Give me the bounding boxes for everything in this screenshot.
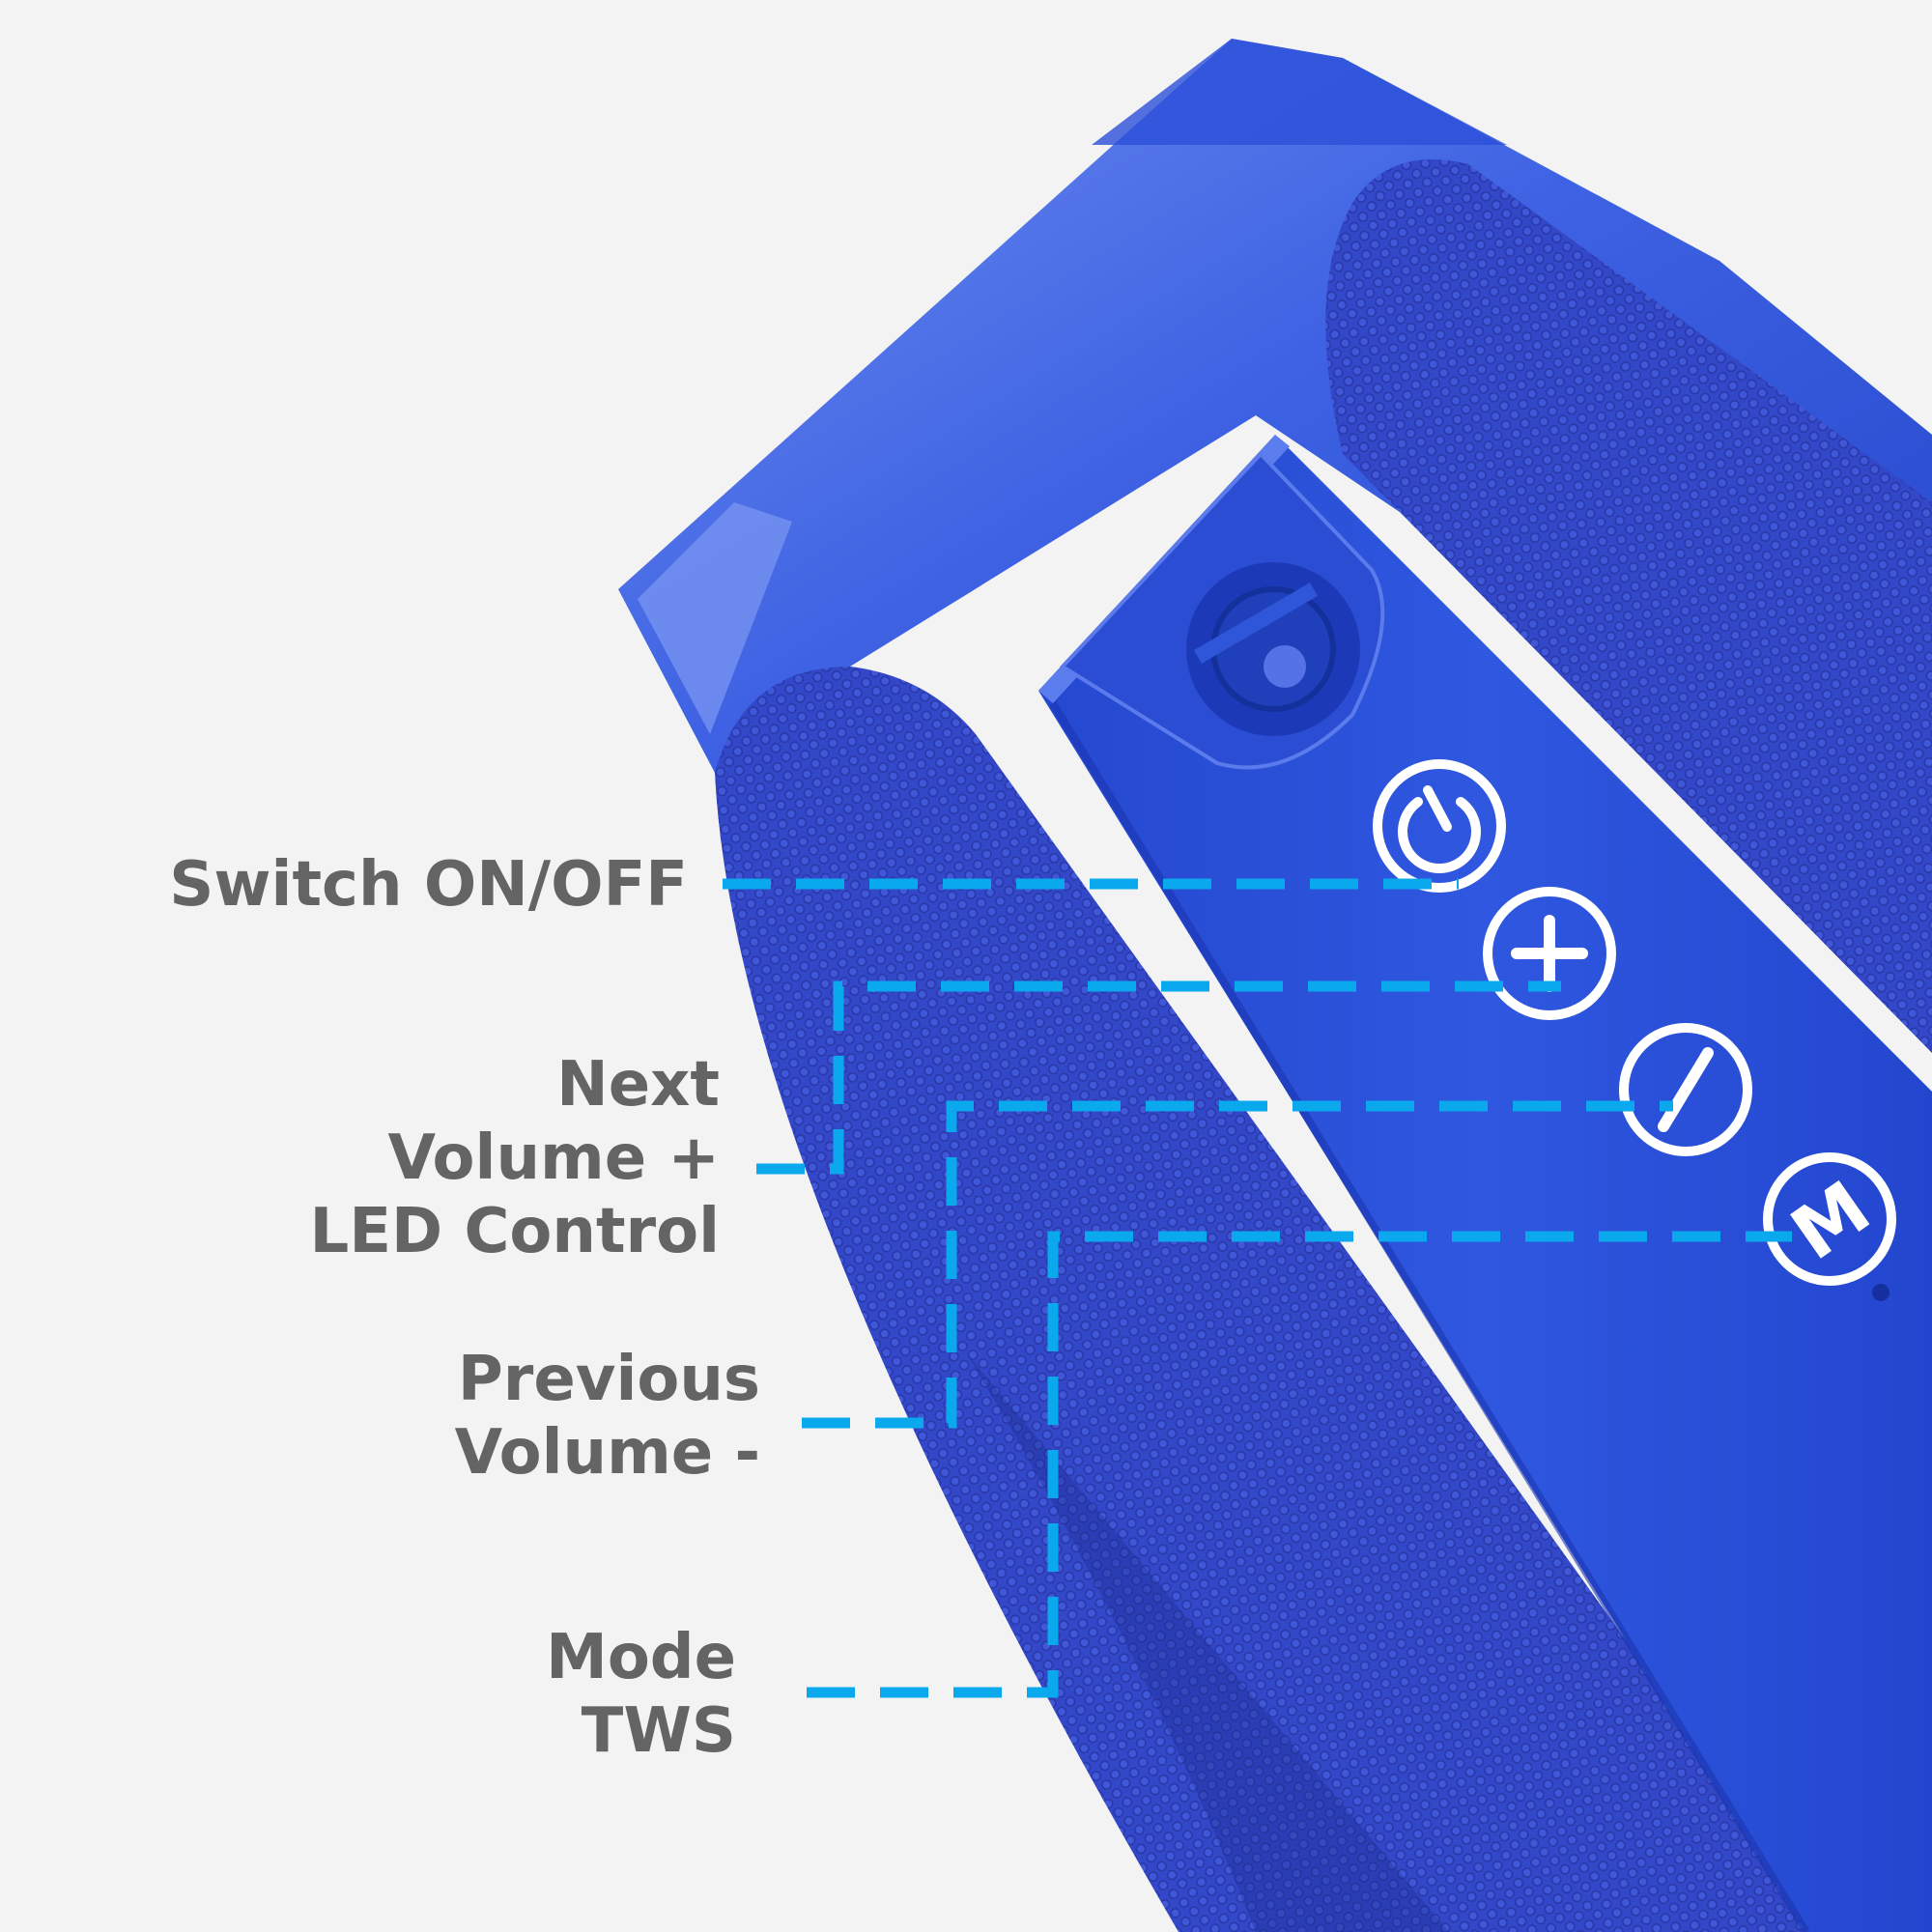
aux-port: [1059, 451, 1385, 770]
fabric-shade: [966, 1352, 1449, 1932]
label-mode-tws: Mode TWS: [546, 1621, 736, 1768]
mode-button[interactable]: M: [1763, 1152, 1896, 1286]
label-line: Next: [556, 1049, 720, 1121]
panel-groove: [1049, 700, 1810, 1932]
cap-highlight: [638, 502, 792, 734]
label-line: TWS: [581, 1695, 736, 1767]
power-button[interactable]: [1373, 759, 1506, 893]
lower-fabric-grille: [715, 667, 1835, 1932]
label-next-volume-up: Next Volume + LED Control: [310, 1048, 720, 1268]
cap-rim: [1092, 39, 1507, 145]
slash-icon: [1658, 1047, 1714, 1132]
button-panel: [1038, 435, 1932, 1932]
callout-line-next: [756, 980, 1561, 1175]
label-switch-on-off: Switch ON/OFF: [169, 848, 688, 922]
label-line: Switch ON/OFF: [169, 849, 688, 921]
callout-line-mode: [807, 1231, 1792, 1698]
label-previous-volume-down: Previous Volume -: [455, 1343, 760, 1490]
label-line: LED Control: [309, 1196, 720, 1267]
led-indicator: [1872, 1284, 1889, 1301]
upper-fabric-grille: [1325, 159, 1932, 1053]
previous-volume-down-button[interactable]: [1619, 1023, 1752, 1156]
next-volume-up-button[interactable]: [1483, 887, 1616, 1020]
label-line: Volume +: [387, 1122, 721, 1194]
callout-line-previous: [802, 1100, 1673, 1429]
label-line: Volume -: [454, 1417, 760, 1489]
speaker-end-cap: [618, 39, 1932, 869]
label-line: Previous: [457, 1344, 760, 1415]
plus-icon: [1511, 915, 1588, 992]
power-icon: [1398, 785, 1481, 873]
label-line: Mode: [546, 1622, 736, 1693]
